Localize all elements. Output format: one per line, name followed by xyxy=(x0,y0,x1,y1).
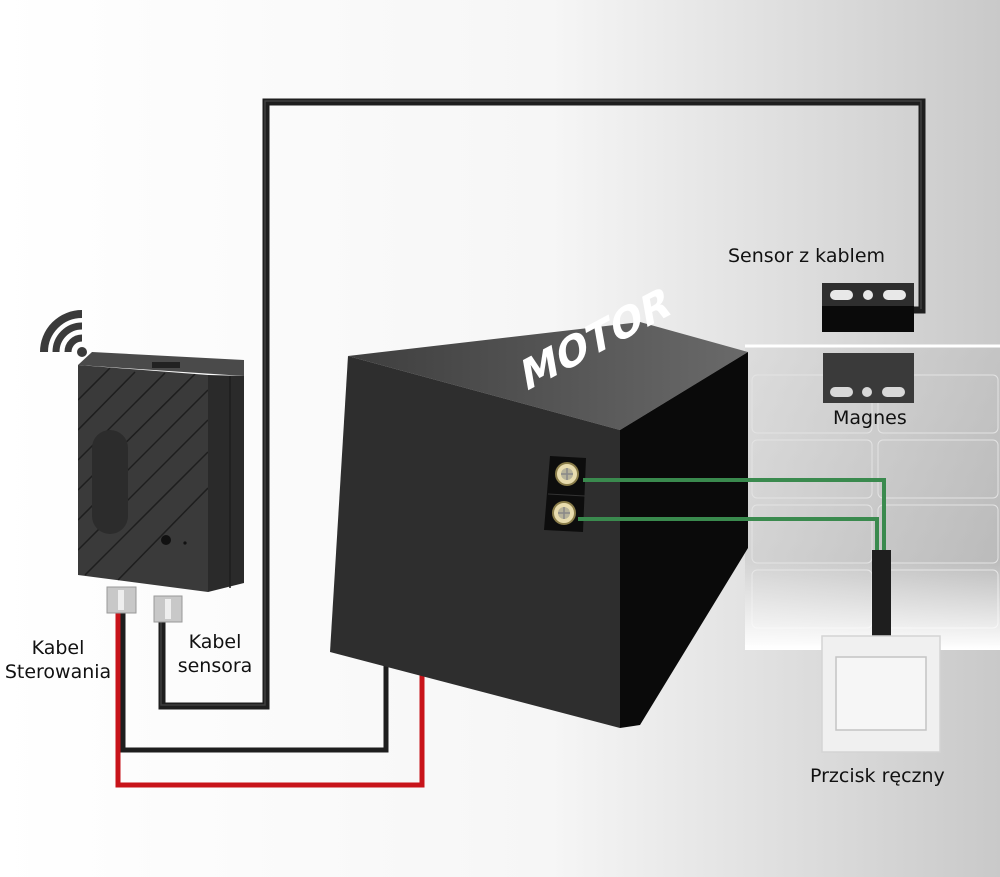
control-cable-connector xyxy=(106,586,137,614)
sensor-cable-wire xyxy=(158,98,926,710)
sensor-with-cable-label: Sensor z kablem xyxy=(728,245,886,267)
control-cable-label: Kabel Sterowania xyxy=(0,636,116,684)
control-cable-label-line1: Kabel xyxy=(31,637,85,659)
manual-button-label: Przcisk ręczny xyxy=(810,765,945,787)
motor-unit xyxy=(330,322,748,728)
wifi-icon xyxy=(40,310,87,357)
control-cable-label-line2: Sterowania xyxy=(4,661,112,683)
sensor-cable-connector xyxy=(153,595,183,623)
button-green-wire-2 xyxy=(578,517,879,550)
magnet-label: Magnes xyxy=(833,407,907,429)
terminal-screw xyxy=(555,462,579,486)
sensor-cable-label-line1: Kabel xyxy=(188,631,242,653)
sensor-cable-label: Kabel sensora xyxy=(174,630,256,678)
wifi-controller-device xyxy=(78,352,244,592)
sensor-cable-label-line2: sensora xyxy=(177,655,253,677)
button-green-wire-1 xyxy=(583,478,886,550)
manual-push-button xyxy=(821,635,941,753)
terminal-block xyxy=(544,456,586,532)
magnet xyxy=(823,353,914,403)
reed-sensor xyxy=(822,283,914,332)
terminal-screw xyxy=(552,501,576,525)
button-cable-sheath xyxy=(872,550,891,638)
